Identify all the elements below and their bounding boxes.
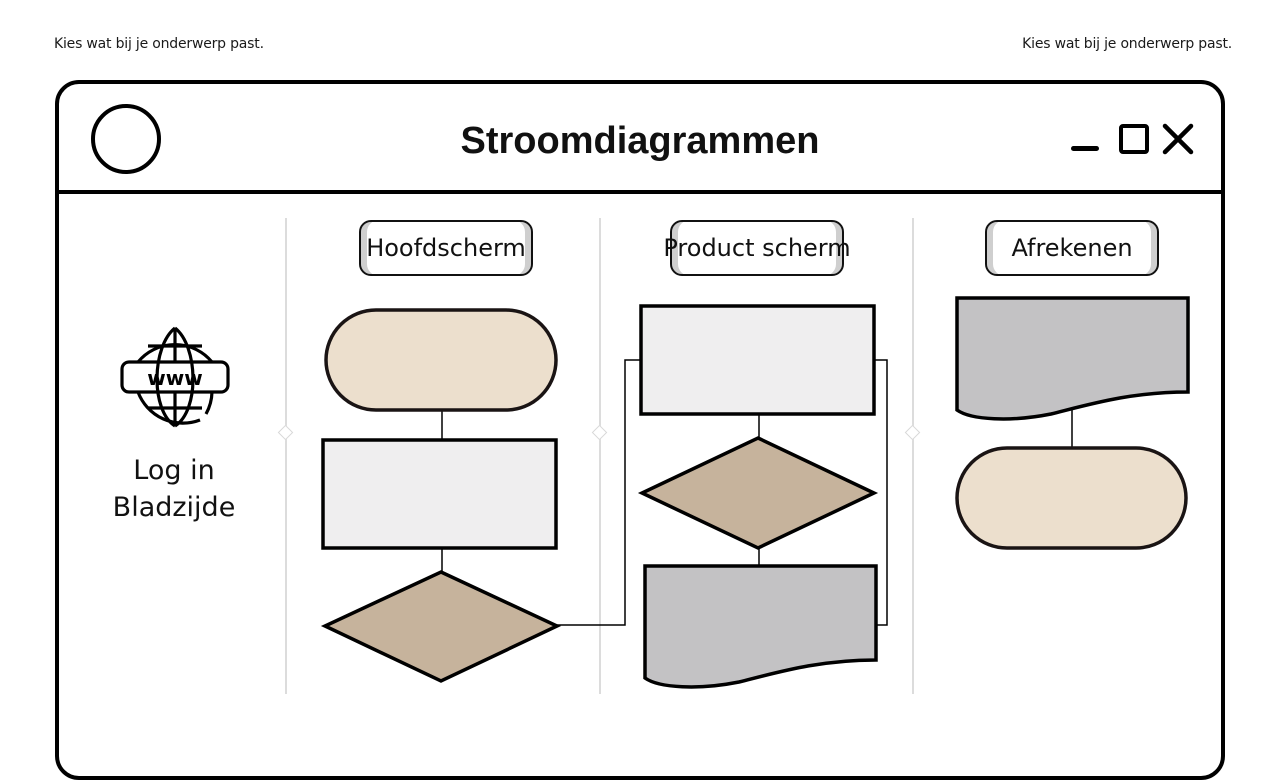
process-shape[interactable] [639,304,876,416]
lane-divider [599,218,601,694]
window-circle-icon[interactable] [91,104,161,174]
lane-divider [285,218,287,694]
process-shape[interactable] [321,438,558,550]
left-panel: www Log in Bladzijde [59,194,289,694]
login-page-label: Log in Bladzijde [59,452,289,526]
close-button[interactable] [1161,122,1195,156]
app-window: Stroomdiagrammen [55,80,1225,780]
terminator-shape[interactable] [955,446,1188,550]
label-line-2: Bladzijde [112,492,236,523]
flowchart [320,296,1190,689]
svg-text:www: www [147,366,202,390]
lane-header-afrekenen[interactable]: Afrekenen [985,220,1159,276]
title-bar: Stroomdiagrammen [59,84,1221,194]
diagram-area: www Log in Bladzijde Hoofdscherm Product… [59,194,1221,776]
window-title: Stroomdiagrammen [460,120,820,162]
www-globe-icon: www [120,326,230,428]
caption-left: Kies wat bij je onderwerp past. [54,36,264,52]
minimize-button[interactable] [1071,146,1099,151]
lane-header-hoofdscherm[interactable]: Hoofdscherm [359,220,533,276]
label-line-1: Log in [133,455,215,486]
decision-shape[interactable] [320,570,562,683]
document-shape[interactable] [955,296,1190,421]
maximize-button[interactable] [1119,124,1149,154]
close-icon [1162,123,1194,155]
connectors [441,359,1073,626]
terminator-shape[interactable] [324,308,558,412]
document-shape[interactable] [643,564,878,689]
decision-shape[interactable] [637,436,879,550]
lane-divider [912,218,914,694]
lane-header-product-scherm[interactable]: Product scherm [663,220,851,276]
caption-right: Kies wat bij je onderwerp past. [1022,36,1232,52]
